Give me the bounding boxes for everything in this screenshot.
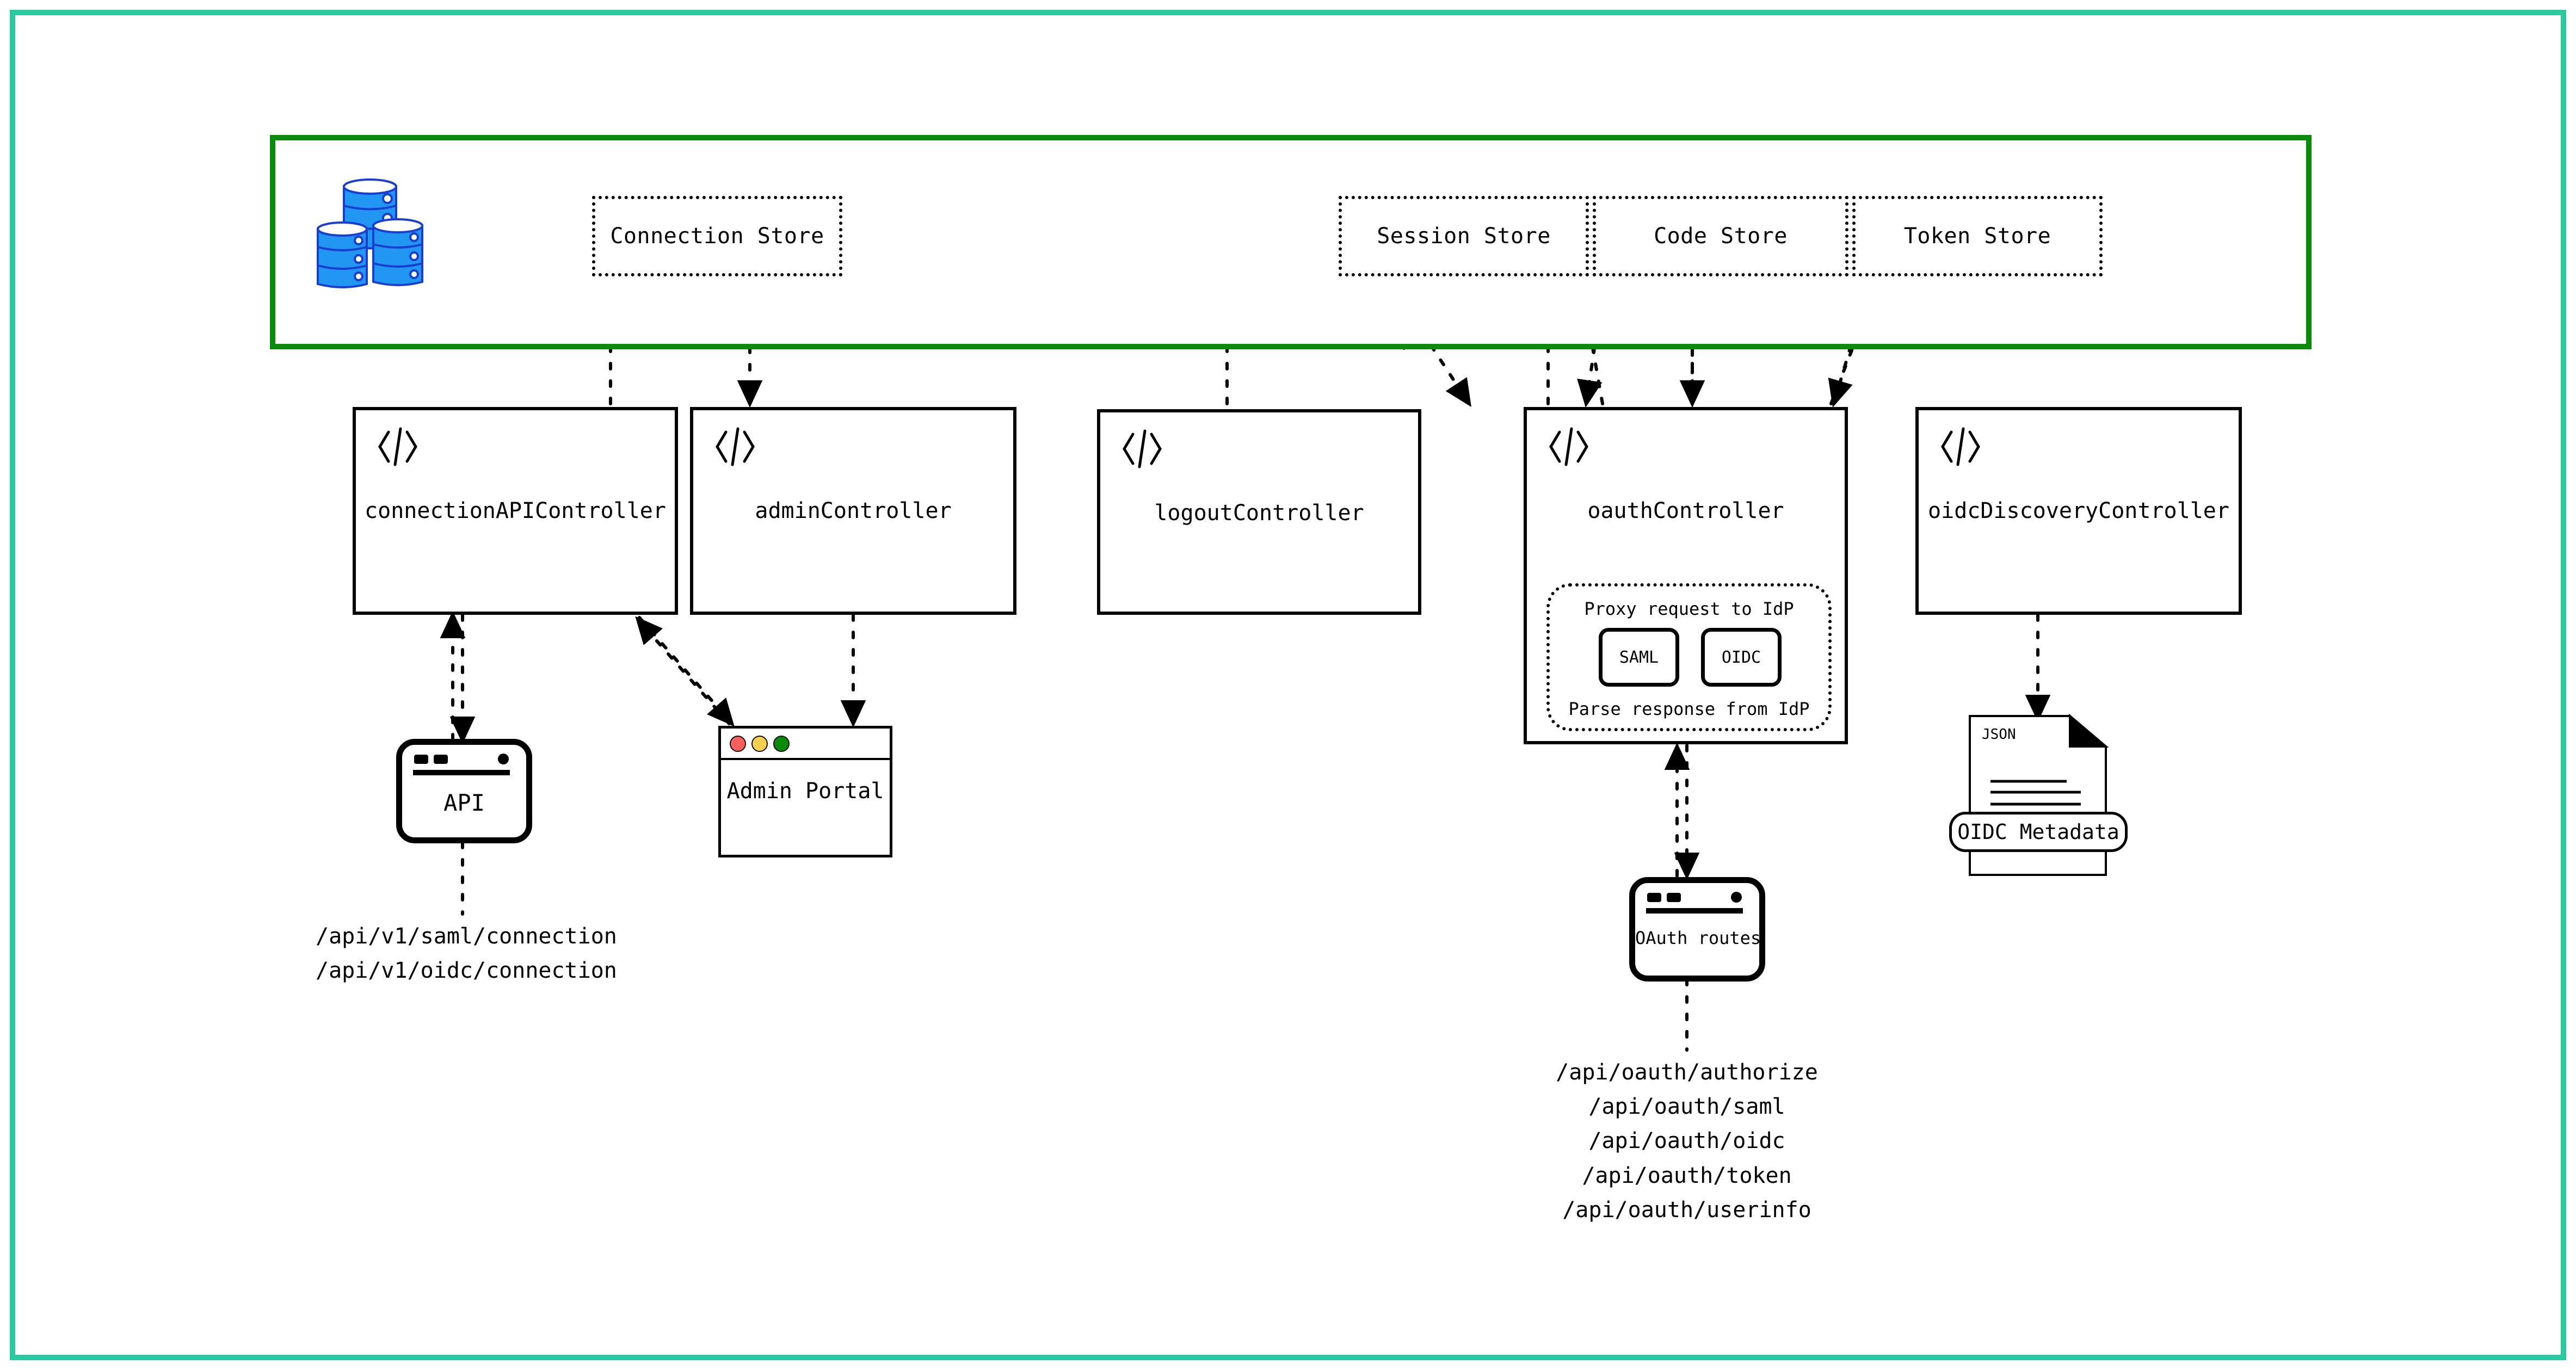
- admin-portal-window[interactable]: Admin Portal: [718, 726, 892, 857]
- oauth-routes-window-icon[interactable]: OAuth routes: [1629, 877, 1765, 982]
- controller-oidcdiscovery[interactable]: oidcDiscoveryController: [1915, 407, 2242, 615]
- titlebar-square-1: [414, 755, 428, 764]
- store-box-connection[interactable]: Connection Store: [592, 196, 842, 276]
- controller-title-oidcdiscovery: oidcDiscoveryController: [1928, 498, 2229, 523]
- store-label-code: Code Store: [1654, 224, 1788, 249]
- controller-oauth[interactable]: oauthController Proxy request to IdP SAM…: [1524, 407, 1848, 744]
- store-box-session[interactable]: Session Store: [1339, 196, 1589, 276]
- database-stack-icon: [317, 178, 423, 288]
- proxy-top-label: Proxy request to IdP: [1584, 598, 1794, 619]
- code-icon: [378, 427, 417, 466]
- controller-logout[interactable]: logoutController: [1097, 409, 1421, 615]
- route-item: /api/oauth/token: [1582, 1163, 1792, 1188]
- titlebar-square-2: [434, 755, 448, 764]
- oauth-route-list: /api/oauth/authorize /api/oauth/saml /ap…: [1469, 1056, 1905, 1227]
- controller-connectionapi[interactable]: connectionAPIController: [353, 407, 678, 615]
- oidc-metadata-label: OIDC Metadata: [1957, 820, 2119, 844]
- route-item: /api/oauth/saml: [1588, 1094, 1785, 1120]
- store-label-session: Session Store: [1377, 224, 1551, 249]
- outer-frame: [10, 10, 2566, 1360]
- proxy-bottom-label: Parse response from IdP: [1568, 699, 1810, 719]
- route-item: /api/oauth/userinfo: [1562, 1197, 1811, 1223]
- route-item: /api/v1/oidc/connection: [316, 958, 617, 984]
- controller-title-oauth: oauthController: [1587, 498, 1784, 523]
- store-box-token[interactable]: Token Store: [1852, 196, 2103, 276]
- protocol-label-saml: SAML: [1619, 647, 1659, 667]
- titlebar-rule: [413, 770, 510, 775]
- proxy-group: Proxy request to IdP SAML OIDC Parse res…: [1546, 583, 1832, 731]
- titlebar-dot: [1731, 892, 1742, 903]
- route-item: /api/v1/saml/connection: [316, 924, 617, 949]
- close-dot[interactable]: [730, 736, 746, 752]
- route-item: /api/oauth/authorize: [1556, 1060, 1818, 1085]
- json-document-icon[interactable]: JSON: [1965, 713, 2110, 879]
- code-icon: [1123, 429, 1162, 468]
- code-icon: [716, 427, 755, 466]
- protocol-label-oidc: OIDC: [1721, 647, 1761, 667]
- minimize-dot[interactable]: [751, 736, 768, 752]
- oauth-routes-label: OAuth routes: [1635, 928, 1761, 948]
- store-label-token: Token Store: [1903, 224, 2051, 249]
- controller-title-admin: adminController: [755, 498, 952, 523]
- oidc-metadata-label-chip[interactable]: OIDC Metadata: [1949, 812, 2128, 852]
- maximize-dot[interactable]: [773, 736, 790, 752]
- controller-title-connectionapi: connectionAPIController: [365, 498, 666, 523]
- protocol-chip-saml[interactable]: SAML: [1599, 628, 1679, 687]
- controller-admin[interactable]: adminController: [690, 407, 1016, 615]
- json-badge-text: JSON: [1982, 726, 2016, 743]
- connection-api-route-list: /api/v1/saml/connection /api/v1/oidc/con…: [316, 919, 617, 988]
- store-box-code[interactable]: Code Store: [1593, 196, 1848, 276]
- titlebar-rule: [1646, 908, 1743, 914]
- route-item: /api/oauth/oidc: [1588, 1128, 1785, 1154]
- titlebar-square-1: [1647, 893, 1661, 902]
- code-icon: [1941, 427, 1980, 466]
- titlebar-dot: [498, 754, 509, 764]
- api-window-icon[interactable]: API: [396, 739, 532, 843]
- api-label: API: [443, 789, 485, 816]
- admin-portal-titlebar: [721, 729, 890, 760]
- code-icon: [1549, 427, 1588, 466]
- titlebar-square-2: [1667, 893, 1681, 902]
- controller-title-logout: logoutController: [1154, 501, 1364, 526]
- store-label-connection: Connection Store: [610, 224, 824, 249]
- protocol-chip-oidc[interactable]: OIDC: [1701, 628, 1782, 687]
- admin-portal-label: Admin Portal: [726, 779, 884, 804]
